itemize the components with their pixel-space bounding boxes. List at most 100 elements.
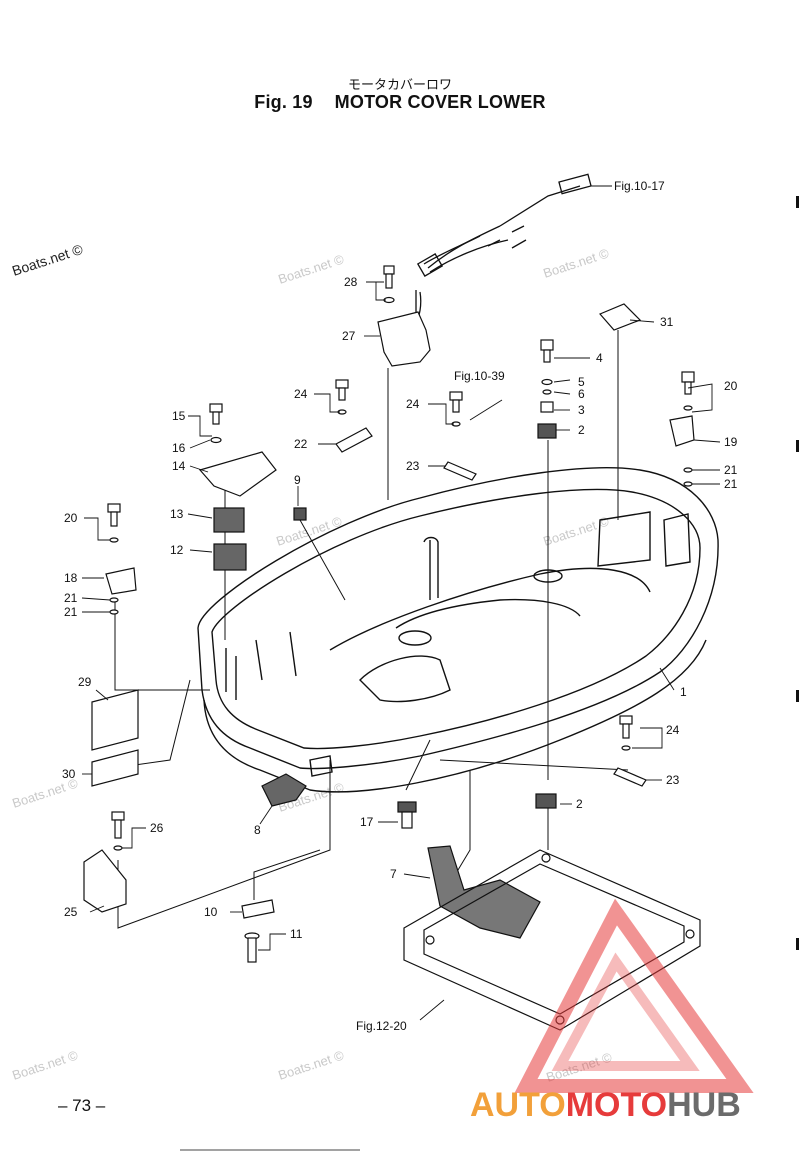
figure-subtitle-japanese: モータカバーロワ	[347, 78, 452, 93]
callout-8: 8	[254, 823, 261, 837]
grommet-2-bottom	[535, 793, 557, 809]
logo-hub: HUB	[667, 1086, 741, 1124]
callout-24-right: 24	[666, 723, 680, 737]
automotohub-logo: AUTOMOTOHUB	[470, 898, 754, 1124]
callout-29: 29	[78, 675, 92, 689]
callout-23-top: 23	[406, 459, 420, 473]
wire-harness	[413, 173, 592, 327]
callout-10: 10	[204, 905, 218, 919]
grommet-2-top	[537, 423, 557, 439]
grommet-17	[397, 801, 417, 829]
nut-10	[241, 899, 275, 919]
collar-3	[540, 401, 554, 413]
callout-16: 16	[172, 441, 186, 455]
callout-22: 22	[294, 437, 308, 451]
callout-9: 9	[294, 473, 301, 487]
callout-5: 5	[578, 375, 585, 389]
margin-marks	[796, 196, 799, 950]
plate-30	[91, 749, 139, 787]
logo-triangle-icon	[514, 898, 754, 1093]
callout-31: 31	[660, 315, 674, 329]
clip-19	[669, 415, 695, 447]
bracket-25	[83, 849, 127, 913]
callout-26: 26	[150, 821, 164, 835]
grommet-8	[261, 773, 307, 807]
callout-20-right: 20	[724, 379, 738, 393]
callout-24-mid: 24	[406, 397, 420, 411]
callout-24-left: 24	[294, 387, 308, 401]
bolt-15	[209, 403, 223, 444]
clip-18	[105, 567, 137, 595]
washer-21-right	[683, 467, 693, 487]
bolt-11	[244, 932, 260, 963]
grommet-9	[293, 507, 307, 521]
damper-13	[213, 507, 245, 533]
figure-name: MOTOR COVER LOWER	[334, 92, 546, 112]
figure-title: Fig. 19 MOTOR COVER LOWER	[0, 92, 800, 113]
bolt-28	[383, 265, 395, 304]
figure-number: Fig. 19	[254, 92, 313, 112]
callout-14: 14	[172, 459, 186, 473]
parts	[83, 265, 695, 963]
callout-13: 13	[170, 507, 184, 521]
callout-20-left: 20	[64, 511, 78, 525]
logo-moto: MOTO	[566, 1086, 667, 1124]
callout-6: 6	[578, 387, 585, 401]
callout-labels: Fig.10-17 31 4 5 6 3 2 20 19 21 21 28 27…	[62, 179, 738, 1033]
callout-30: 30	[62, 767, 76, 781]
seal-31	[598, 303, 642, 331]
callout-25: 25	[64, 905, 78, 919]
callout-15: 15	[172, 409, 186, 423]
callout-21-right-b: 21	[724, 477, 738, 491]
callout-18: 18	[64, 571, 78, 585]
damper-12	[213, 543, 247, 571]
watermark-text: Boats.net ©	[276, 1047, 346, 1082]
callout-1: 1	[680, 685, 687, 699]
washer-6	[542, 389, 552, 395]
watermark-text: Boats.net ©	[276, 251, 346, 286]
bolt-24-left	[335, 379, 349, 415]
washer-5	[541, 378, 553, 386]
watermark-text: Boats.net ©	[274, 513, 344, 548]
callout-2-bottom: 2	[576, 797, 583, 811]
logo-text: AUTOMOTOHUB	[470, 1086, 741, 1124]
gasket-fig12-20	[403, 849, 701, 1031]
callout-21-right-a: 21	[724, 463, 738, 477]
callout-4: 4	[596, 351, 603, 365]
callout-7: 7	[390, 867, 397, 881]
watermark-text: Boats.net ©	[10, 1047, 80, 1082]
ref-fig10-39: Fig.10-39	[454, 369, 505, 383]
motor-cover-lower-body	[197, 467, 719, 793]
callout-12: 12	[170, 543, 184, 557]
callout-17: 17	[360, 815, 374, 829]
callout-19: 19	[724, 435, 738, 449]
plate-22	[335, 427, 373, 453]
bolt-24-right	[619, 715, 633, 751]
callout-21-left-a: 21	[64, 591, 78, 605]
watermark-text: Boats.net ©	[10, 241, 85, 279]
callout-23-bottom: 23	[666, 773, 680, 787]
ref-fig10-17: Fig.10-17	[614, 179, 665, 193]
callout-27: 27	[342, 329, 356, 343]
bolt-20-left	[107, 503, 121, 543]
bolt-20-right	[681, 371, 695, 411]
bolt-4	[540, 339, 554, 363]
bolt-24-mid	[449, 391, 463, 427]
callout-21-left-b: 21	[64, 605, 78, 619]
plate-23-top	[443, 461, 477, 481]
plate-23-bottom	[613, 767, 647, 787]
logo-auto: AUTO	[470, 1086, 566, 1124]
watermarks: Boats.net © Boats.net © Boats.net © Boat…	[10, 241, 614, 1085]
washer-21-left	[109, 597, 119, 615]
watermark-text: Boats.net ©	[541, 245, 611, 280]
watermark-text: Boats.net ©	[541, 513, 611, 548]
plate-29	[91, 689, 139, 751]
callout-3: 3	[578, 403, 585, 417]
page-number: – 73 –	[58, 1096, 106, 1115]
callout-leader-lines	[81, 185, 721, 1021]
ref-fig12-20: Fig.12-20	[356, 1019, 407, 1033]
bolt-26	[111, 811, 125, 851]
bracket-27	[377, 311, 431, 367]
callout-2-top: 2	[578, 423, 585, 437]
